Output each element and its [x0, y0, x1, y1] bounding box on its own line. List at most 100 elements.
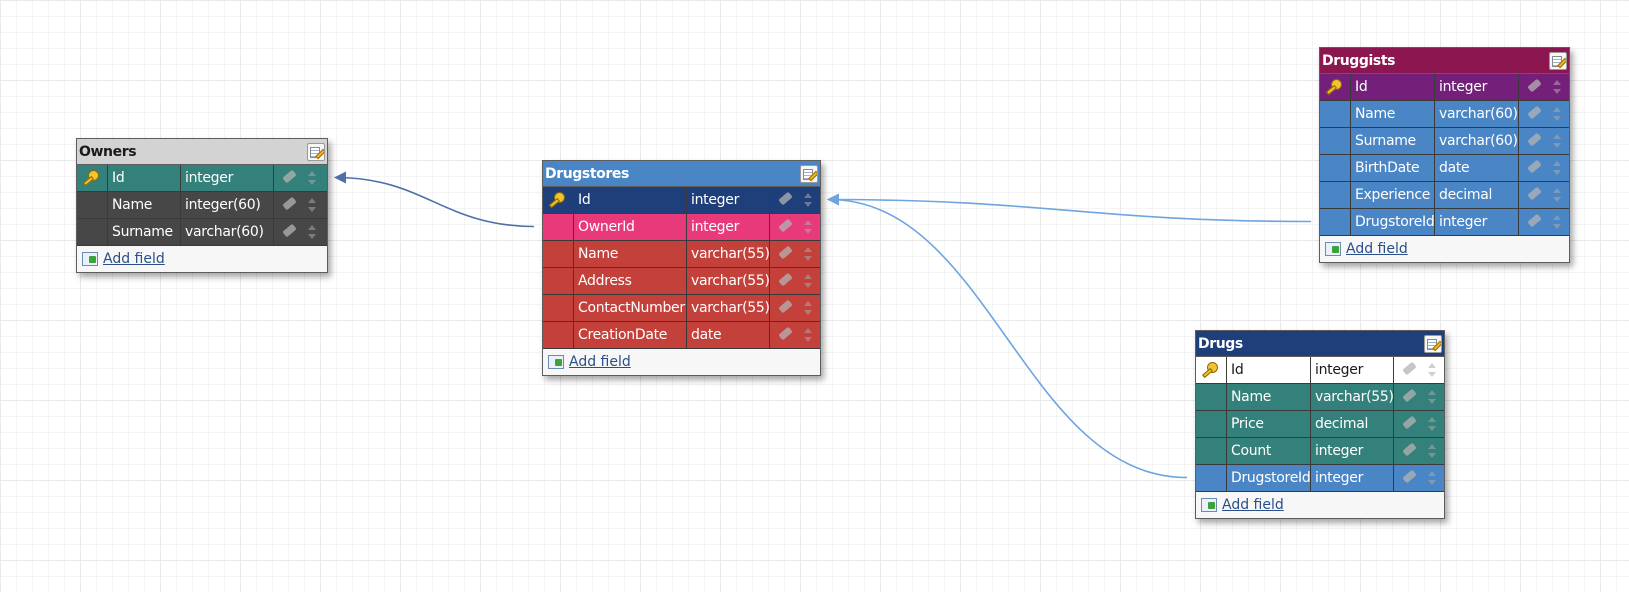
reorder-field-icon[interactable] [308, 171, 317, 186]
field-name[interactable]: Surname [1351, 128, 1435, 154]
field-name[interactable]: DrugstoreId [1227, 465, 1311, 491]
field-name[interactable]: Count [1227, 438, 1311, 464]
reorder-field-icon[interactable] [1428, 471, 1437, 486]
reorder-field-icon[interactable] [1553, 188, 1562, 203]
delete-field-icon[interactable] [282, 223, 297, 238]
field-type[interactable]: varchar(55) [687, 268, 770, 294]
reorder-field-icon[interactable] [1428, 417, 1437, 432]
reorder-field-icon[interactable] [308, 225, 317, 240]
edit-table-icon[interactable] [307, 143, 325, 161]
field-type[interactable]: integer [687, 214, 770, 240]
delete-field-icon[interactable] [1527, 186, 1542, 201]
field-name[interactable]: Id [1227, 357, 1311, 383]
reorder-field-icon[interactable] [804, 328, 813, 343]
field-type[interactable]: integer [1435, 209, 1519, 235]
field-type[interactable]: integer [1311, 465, 1394, 491]
add-field-icon[interactable] [1325, 242, 1341, 256]
table-header[interactable]: Owners [77, 139, 327, 165]
delete-field-icon[interactable] [1402, 469, 1417, 484]
add-field-link[interactable]: Add field [103, 251, 165, 267]
field-type[interactable]: integer [181, 165, 274, 191]
field-name[interactable]: BirthDate [1351, 155, 1435, 181]
table-header[interactable]: Drugstores [543, 161, 820, 187]
add-field-link[interactable]: Add field [1222, 497, 1284, 513]
field-name[interactable]: ContactNumber [574, 295, 687, 321]
field-name[interactable]: DrugstoreId [1351, 209, 1435, 235]
delete-field-icon[interactable] [1527, 105, 1542, 120]
table-header[interactable]: Drugs [1196, 331, 1444, 357]
delete-field-icon[interactable] [778, 299, 793, 314]
field-name[interactable]: Price [1227, 411, 1311, 437]
field-type[interactable]: varchar(55) [1311, 384, 1394, 410]
reorder-field-icon[interactable] [1553, 215, 1562, 230]
relation-line[interactable] [828, 198, 1188, 479]
field-type[interactable]: integer [1435, 74, 1519, 100]
add-field-link[interactable]: Add field [1346, 241, 1408, 257]
edit-table-icon[interactable] [800, 165, 818, 183]
field-type[interactable]: integer(60) [181, 192, 274, 218]
reorder-field-icon[interactable] [1553, 161, 1562, 176]
reorder-field-icon[interactable] [804, 193, 813, 208]
field-type[interactable]: varchar(60) [1435, 101, 1519, 127]
delete-field-icon[interactable] [778, 191, 793, 206]
field-name[interactable]: Id [1351, 74, 1435, 100]
delete-field-icon[interactable] [1402, 388, 1417, 403]
field-name[interactable]: OwnerId [574, 214, 687, 240]
field-name[interactable]: Name [1351, 101, 1435, 127]
delete-field-icon[interactable] [778, 245, 793, 260]
delete-field-icon[interactable] [1402, 361, 1417, 376]
reorder-field-icon[interactable] [804, 220, 813, 235]
reorder-field-icon[interactable] [804, 247, 813, 262]
delete-field-icon[interactable] [778, 326, 793, 341]
delete-field-icon[interactable] [1527, 78, 1542, 93]
field-name[interactable]: Name [1227, 384, 1311, 410]
delete-field-icon[interactable] [1402, 415, 1417, 430]
field-name[interactable]: Experience [1351, 182, 1435, 208]
table-header[interactable]: Druggists [1320, 48, 1569, 74]
field-type[interactable]: integer [1311, 438, 1394, 464]
reorder-field-icon[interactable] [1428, 390, 1437, 405]
relation-line[interactable] [828, 198, 1312, 223]
delete-field-icon[interactable] [778, 218, 793, 233]
add-field-link[interactable]: Add field [569, 354, 631, 370]
field-name[interactable]: CreationDate [574, 322, 687, 348]
reorder-field-icon[interactable] [804, 301, 813, 316]
add-field-icon[interactable] [548, 355, 564, 369]
field-name[interactable]: Surname [108, 219, 181, 245]
field-type[interactable]: varchar(60) [1435, 128, 1519, 154]
field-type[interactable]: integer [687, 187, 770, 213]
field-type[interactable]: varchar(60) [181, 219, 274, 245]
edit-table-icon[interactable] [1424, 335, 1442, 353]
field-type[interactable]: decimal [1311, 411, 1394, 437]
reorder-field-icon[interactable] [1553, 80, 1562, 95]
delete-field-icon[interactable] [282, 196, 297, 211]
delete-field-icon[interactable] [1402, 442, 1417, 457]
relation-line[interactable] [335, 176, 535, 228]
field-type[interactable]: varchar(55) [687, 241, 770, 267]
delete-field-icon[interactable] [1527, 132, 1542, 147]
add-field-icon[interactable] [82, 252, 98, 266]
field-type[interactable]: varchar(55) [687, 295, 770, 321]
reorder-field-icon[interactable] [1428, 363, 1437, 378]
